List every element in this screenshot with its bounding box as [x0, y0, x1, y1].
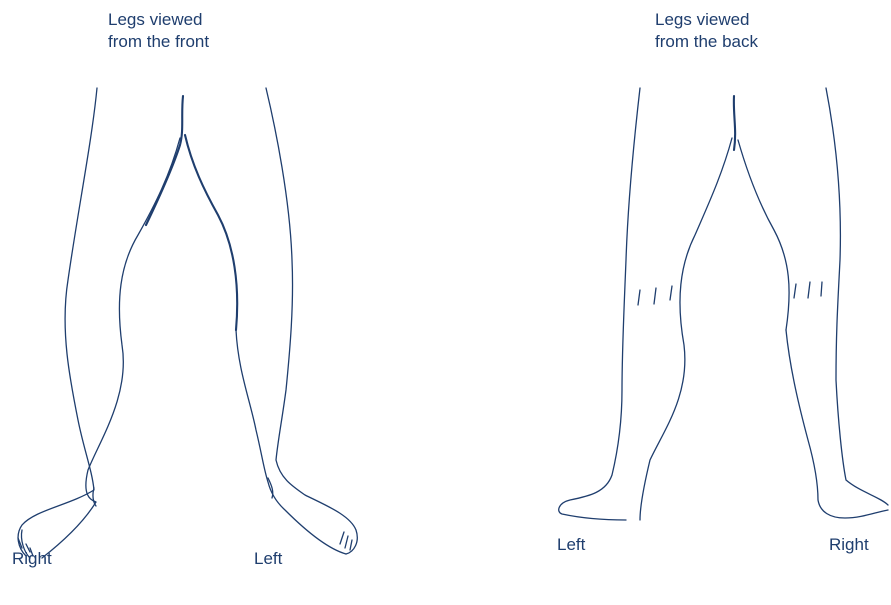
front-view-title-line-2: from the front: [108, 31, 209, 53]
back-left-leg-outer: [559, 88, 640, 520]
front-crotch-line: [146, 96, 183, 225]
front-view-title: Legs viewed from the front: [108, 9, 209, 53]
back-left-leg-label: Left: [557, 534, 585, 556]
front-legs-drawing: [18, 88, 357, 558]
back-view-title: Legs viewed from the back: [655, 9, 758, 53]
back-right-inner-thigh: [738, 140, 789, 330]
front-view-title-line-1: Legs viewed: [108, 9, 209, 31]
back-legs-drawing: [559, 88, 888, 520]
back-right-leg-inner: [786, 330, 888, 518]
front-left-leg-outer: [266, 88, 357, 554]
front-left-leg-inner: [236, 330, 346, 554]
back-view-title-line-2: from the back: [655, 31, 758, 53]
front-left-leg-label: Left: [254, 548, 282, 570]
back-right-leg-outer: [826, 88, 888, 505]
back-view-title-line-1: Legs viewed: [655, 9, 758, 31]
back-right-knee-crease-3: [821, 282, 822, 296]
back-crotch-line: [734, 96, 735, 150]
back-right-knee-crease-2: [808, 282, 810, 298]
front-left-foot-toes: [340, 532, 352, 550]
front-left-inner-thigh: [185, 135, 237, 330]
back-right-leg-label: Right: [829, 534, 869, 556]
front-right-leg-inner: [42, 138, 180, 558]
back-left-knee-crease-1: [638, 290, 640, 305]
back-left-knee-crease-3: [670, 286, 672, 300]
front-right-leg-outer: [18, 88, 97, 556]
back-left-knee-crease-2: [654, 288, 656, 304]
front-right-leg-label: Right: [12, 548, 52, 570]
back-right-knee-crease-1: [794, 284, 796, 298]
back-left-leg-inner: [640, 138, 732, 520]
